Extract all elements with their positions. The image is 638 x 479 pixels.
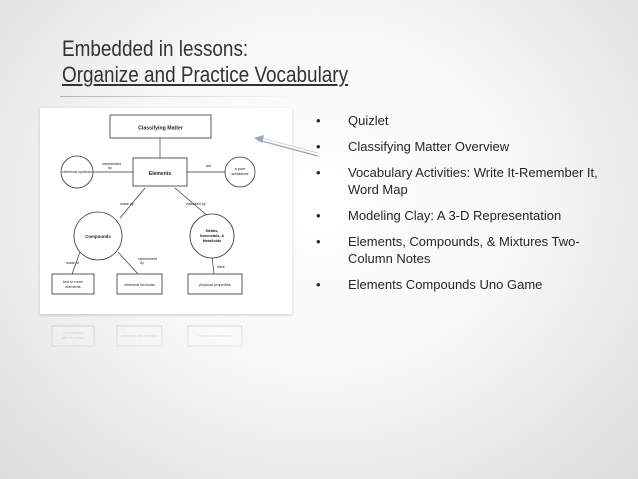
chemical-symbols-circle xyxy=(60,155,94,189)
resource-list: • Quizlet • Classifying Matter Overview • V… xyxy=(316,112,616,302)
bullet-marker: • xyxy=(316,234,321,249)
link-label-classified-by: classified by xyxy=(186,202,206,206)
physical-properties-box xyxy=(187,273,243,295)
link-label-make-up: make up xyxy=(120,202,134,206)
bullet-marker: • xyxy=(316,139,321,154)
metals-circle xyxy=(189,213,235,259)
physical-properties-label: physical properties xyxy=(199,283,231,287)
list-item: • Quizlet xyxy=(316,112,616,129)
concept-map: Classifying Matter Elements chemical sym… xyxy=(51,114,256,295)
reflection-box-1 xyxy=(51,325,95,347)
bullet-marker: • xyxy=(316,165,321,180)
title-line-2: Organize and Practice Vocabulary xyxy=(62,62,349,87)
metals-label-3: Metalloids xyxy=(203,239,222,243)
list-item-text: Classifying Matter Overview xyxy=(348,139,510,154)
connectors xyxy=(71,138,228,275)
link-label-made-of: made of xyxy=(66,261,79,265)
list-item: • Elements, Compounds, & Mixtures Two-Col… xyxy=(316,233,616,267)
metals-label-2: Nonmetals, & xyxy=(200,234,225,238)
link-label-represented-by-3: represented xyxy=(138,257,157,261)
reflection-box-2 xyxy=(116,325,163,347)
list-item: • Classifying Matter Overview xyxy=(316,138,616,155)
two-or-more-label-1: two or more xyxy=(63,280,83,284)
reflection-box-3 xyxy=(187,325,243,347)
chemical-symbols-label: chemical symbols xyxy=(62,170,92,174)
pointer-arrow-icon xyxy=(254,135,319,157)
list-item-text: Vocabulary Activities: Write It-Remember… xyxy=(348,165,598,197)
list-item: • Vocabulary Activities: Write It-Remembe… xyxy=(316,164,616,198)
elements-box xyxy=(132,157,188,187)
link-label-represented-by-4: by xyxy=(140,261,144,265)
list-item-text: Quizlet xyxy=(348,113,389,128)
list-item: • Modeling Clay: A 3-D Representation xyxy=(316,207,616,224)
link-label-represented-by-2: by xyxy=(108,166,112,170)
list-item-text: Elements, Compounds, & Mixtures Two-Colu… xyxy=(348,234,580,266)
link-label-are: are xyxy=(206,164,211,168)
reflection-box-3-label: elements techniques xyxy=(199,334,232,338)
chemical-formulas-label: chemical formulas xyxy=(124,283,155,287)
classifying-matter-box xyxy=(109,114,212,139)
list-item-text: Modeling Clay: A 3-D Representation xyxy=(348,208,562,223)
slide-title: Embedded in lessons: Organize and Practi… xyxy=(62,36,348,88)
chemical-formulas-box xyxy=(116,273,163,295)
pure-substance-label-2: substance xyxy=(231,172,248,176)
bullet-marker: • xyxy=(316,208,321,223)
elements-label: Elements xyxy=(149,171,171,177)
list-item-text: Elements Compounds Uno Game xyxy=(348,277,543,292)
bullet-marker: • xyxy=(316,277,321,292)
reflection-box-1-label-1: represented xyxy=(63,331,82,335)
pure-substance-label-1: a pure xyxy=(235,167,246,171)
title-line-1: Embedded in lessons: xyxy=(62,36,249,61)
reflection-box-2-label: elements and particles xyxy=(122,334,158,338)
metals-label-1: Metals, xyxy=(206,229,219,233)
list-item: • Elements Compounds Uno Game xyxy=(316,276,616,293)
two-or-more-elements-box xyxy=(51,273,95,295)
bullet-marker: • xyxy=(316,113,321,128)
link-label-represented-by-1: represented xyxy=(102,162,121,166)
pure-substance-circle xyxy=(224,156,256,188)
link-label-have: have xyxy=(217,265,225,269)
concept-map-image: Classifying Matter Elements chemical sym… xyxy=(40,108,292,314)
title-divider xyxy=(60,96,300,97)
compounds-label: Compounds xyxy=(85,234,111,239)
reflection-graphic: represented with its values elements and… xyxy=(51,325,243,347)
diagram-reflection: represented with its values elements and… xyxy=(40,316,292,376)
two-or-more-label-2: elements xyxy=(65,285,81,289)
classifying-matter-label: Classifying Matter xyxy=(138,126,183,132)
reflection-box-1-label-2: with its values xyxy=(62,336,85,340)
compounds-circle xyxy=(73,211,123,261)
